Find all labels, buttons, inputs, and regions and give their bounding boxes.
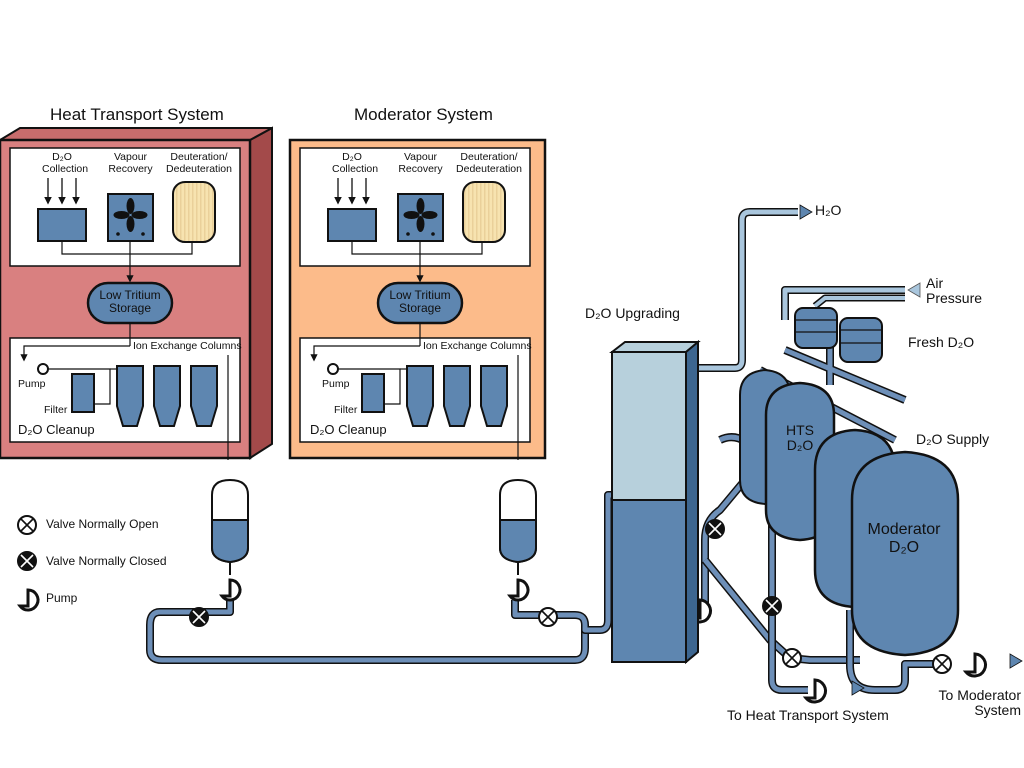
deuteration-tank <box>172 181 216 243</box>
pump-icon <box>218 578 242 602</box>
hts-pump-label: Pump <box>18 378 46 390</box>
fresh-d2o-vessels <box>794 307 883 363</box>
fresh-d2o-label: Fresh D₂O <box>908 334 975 350</box>
storage-tanks <box>739 368 960 657</box>
ion-exchange-column-2 <box>153 365 181 427</box>
h2o-label: H₂O <box>815 202 842 218</box>
upgrading-label: D₂O Upgrading <box>585 305 680 321</box>
hts-cleanup-label: D₂O Cleanup <box>18 422 95 437</box>
legend-valve-closed-icon <box>17 551 37 571</box>
legend-pump-label: Pump <box>46 591 78 605</box>
pump-icon <box>962 652 987 678</box>
mod-cleanup-filter <box>361 373 385 413</box>
mod-filter-label: Filter <box>334 404 358 416</box>
valve-closed-icon <box>705 519 725 539</box>
moderator-d2o-tank <box>850 450 960 657</box>
to-hts-label: To Heat Transport System <box>727 707 889 723</box>
ion-exchange-column-1 <box>116 365 144 427</box>
mod-ion-exchange-label: Ion Exchange Columns <box>423 340 532 352</box>
mod-cleanup-label: D₂O Cleanup <box>310 422 387 437</box>
valve-closed-icon <box>762 596 782 616</box>
hts-title: Heat Transport System <box>50 105 224 124</box>
mod-deuteration-tank <box>462 181 506 243</box>
hts-ion-exchange-label: Ion Exchange Columns <box>133 340 242 352</box>
cleanup-filter <box>71 373 95 413</box>
legend-valve-open-label: Valve Normally Open <box>46 517 159 531</box>
mod-pump-label: Pump <box>322 378 350 390</box>
legend-pump-icon <box>16 588 40 612</box>
valve-open-icon <box>538 607 558 627</box>
mod-deuteration-label: Deuteration/Dedeuteration <box>456 151 522 175</box>
moderator-title: Moderator System <box>354 105 493 124</box>
legend-valve-closed-label: Valve Normally Closed <box>46 554 167 568</box>
d2o-collection-tank <box>37 208 87 242</box>
moderator-head-tank <box>499 478 537 575</box>
hts-deuteration-label: Deuteration/Dedeuteration <box>166 151 232 175</box>
pump-icon <box>506 578 530 602</box>
d2o-upgrading-column <box>609 339 701 665</box>
moderator-equipment <box>310 178 519 460</box>
d2o-supply-label: D₂O Supply <box>916 431 990 447</box>
ion-exchange-column-3 <box>190 365 218 427</box>
mod-cleanup-pump <box>327 363 339 375</box>
legend-valve-open-icon <box>17 515 37 535</box>
hts-filter-label: Filter <box>44 404 68 416</box>
valve-open-icon <box>782 648 802 668</box>
mod-d2o-collection-tank <box>327 208 377 242</box>
hts-equipment <box>20 178 229 460</box>
cleanup-pump <box>37 363 49 375</box>
valve-open-icon <box>932 654 952 674</box>
valve-closed-icon <box>189 607 209 627</box>
flow-arrows <box>799 204 1023 696</box>
pump-icon <box>802 678 827 704</box>
hts-head-tank <box>211 478 249 575</box>
